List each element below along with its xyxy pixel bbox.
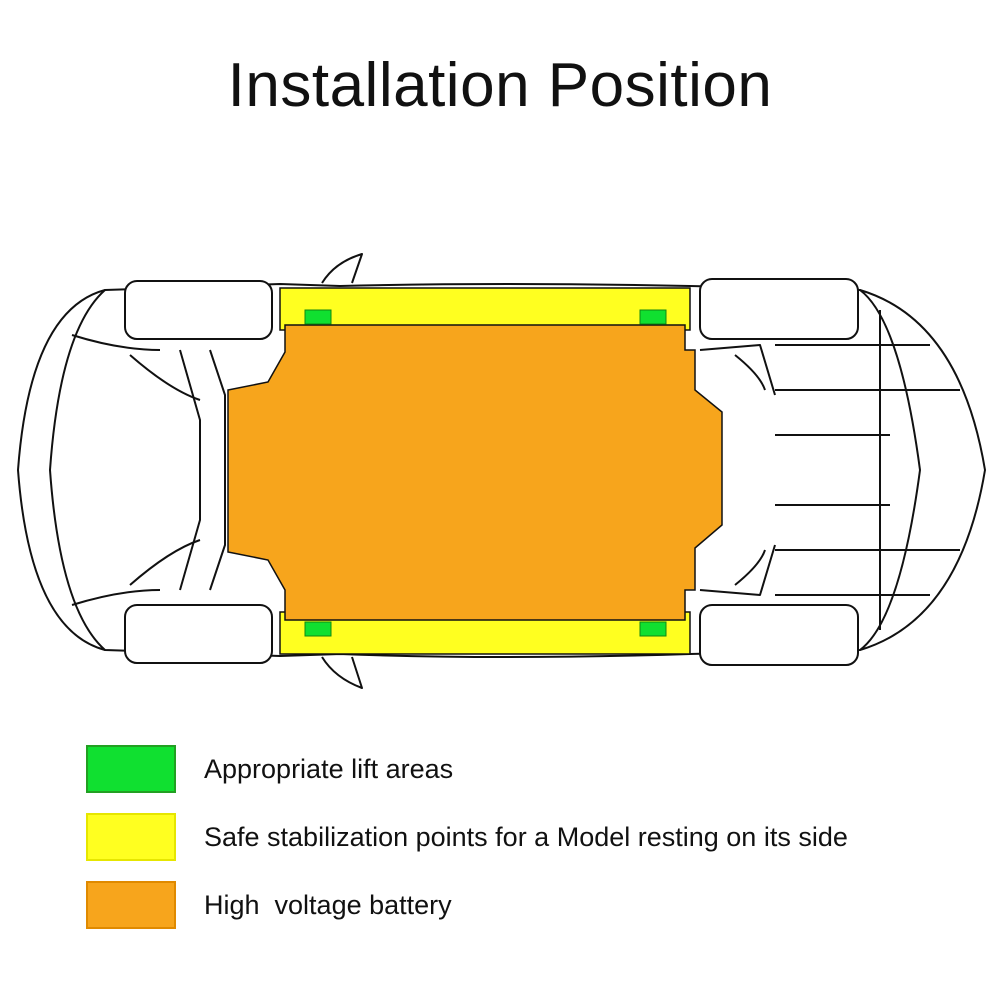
legend-swatch-green (86, 745, 176, 793)
wheel-rear-bottom (699, 604, 859, 666)
legend-swatch-orange (86, 881, 176, 929)
diagram-title: Installation Position (227, 51, 773, 120)
mirror-bottom (321, 656, 363, 689)
lift-point-front-bottom (304, 621, 332, 637)
stabilization-rail-top (279, 287, 691, 331)
legend-label: High voltage battery (204, 889, 452, 920)
high-voltage-battery (227, 324, 723, 621)
lift-point-rear-top (639, 309, 667, 325)
legend-label: Appropriate lift areas (204, 753, 454, 784)
wheel-rear-top (699, 278, 859, 340)
wheel-front-bottom (124, 604, 273, 664)
legend-label: Safe stabilization points for a Model re… (204, 821, 848, 852)
legend-item-stabilization: Safe stabilization points for a Model re… (86, 812, 848, 862)
lift-point-rear-bottom (639, 621, 667, 637)
mirror-top (321, 253, 363, 284)
legend-item-lift: Appropriate lift areas (86, 744, 453, 794)
legend-item-battery: High voltage battery (86, 880, 452, 930)
lift-point-front-top (304, 309, 332, 325)
legend-swatch-yellow (86, 813, 176, 861)
car-underbody-diagram (17, 253, 986, 689)
wheel-front-top (124, 280, 273, 340)
